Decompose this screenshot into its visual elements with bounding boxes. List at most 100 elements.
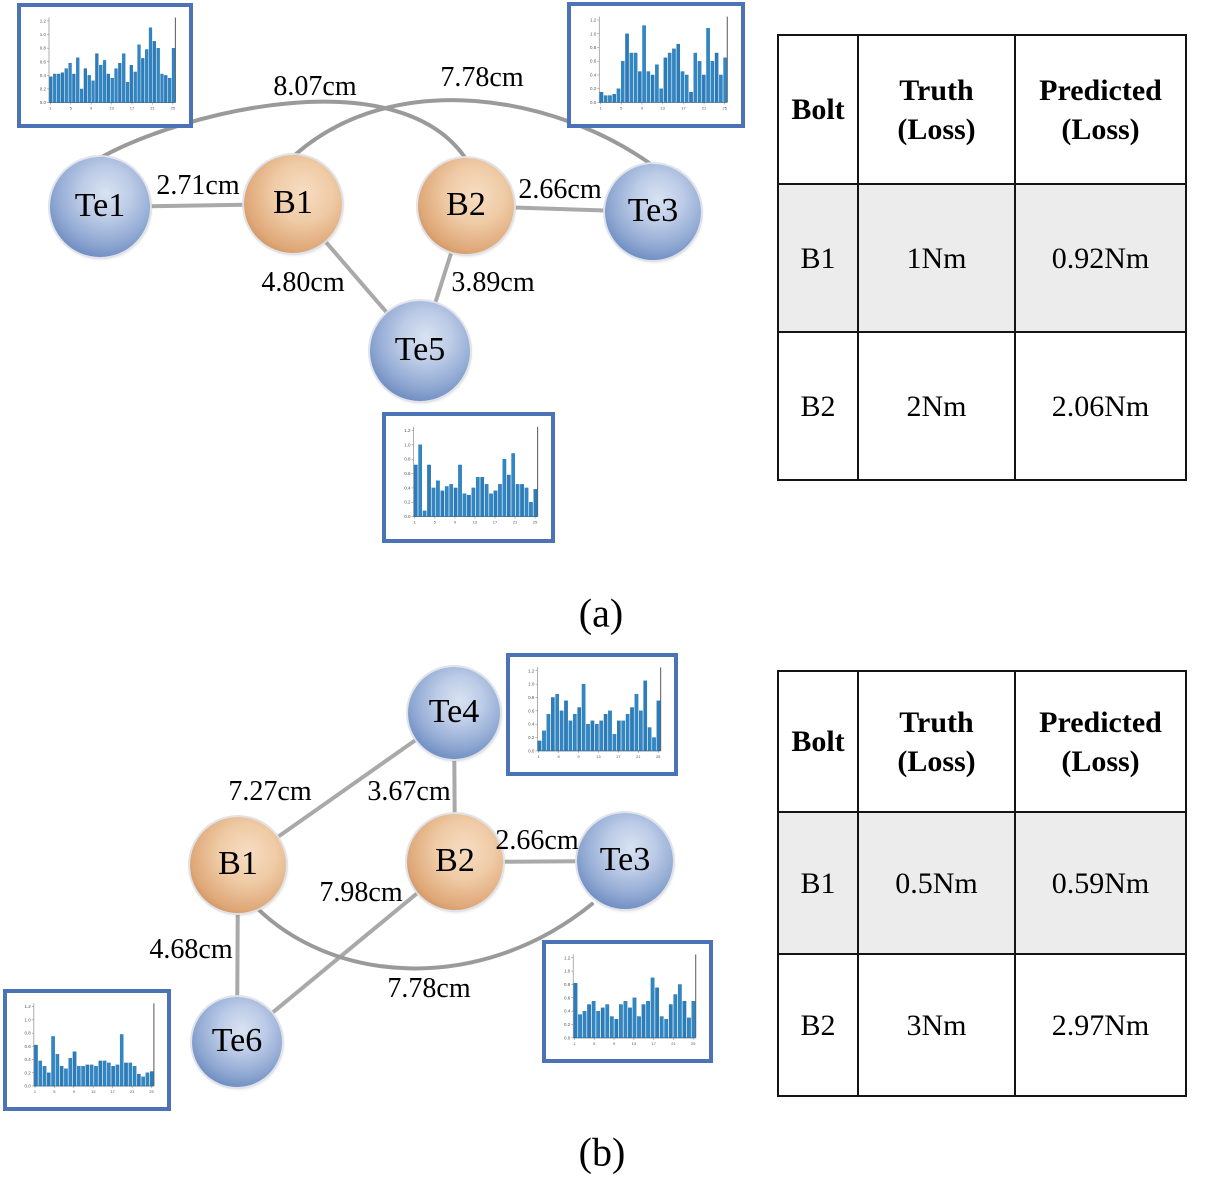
y-tick-label: 1.2: [40, 18, 47, 23]
bar: [647, 727, 652, 752]
y-tick-label: 0.0: [25, 1084, 32, 1089]
table-cell-truth: 1Nm: [857, 183, 1016, 333]
bar: [102, 1060, 107, 1087]
bar: [656, 700, 661, 752]
x-tick-label: 21: [513, 520, 518, 525]
bar: [643, 680, 648, 752]
x-tick-label: 5: [70, 106, 73, 111]
bar: [34, 1044, 38, 1087]
node-label: B2: [446, 186, 486, 223]
bar: [145, 49, 149, 103]
bar: [118, 62, 122, 103]
b-edge-label-B1-Te3: 7.78cm: [387, 973, 471, 1004]
bar: [458, 464, 462, 517]
bar: [682, 1001, 687, 1039]
y-tick-label: 0.6: [564, 995, 571, 1000]
x-tick-label: 1: [573, 1041, 576, 1046]
a-edge-label-B1-Te3: 7.78cm: [440, 62, 524, 93]
bar: [110, 77, 114, 103]
b-edge-label-B1-Te6: 4.68cm: [149, 934, 233, 965]
bar: [687, 1017, 691, 1039]
x-tick-label: 9: [641, 105, 644, 110]
bar: [691, 1001, 696, 1039]
bar: [56, 73, 61, 103]
bar: [697, 61, 702, 103]
y-tick-label: 0.4: [564, 1009, 571, 1014]
table-a-header-bolt: Bolt: [777, 34, 859, 185]
x-tick-label: 9: [73, 1089, 76, 1094]
bar: [98, 1060, 103, 1087]
table-a-header-truth: Truth(Loss): [857, 34, 1016, 185]
bar: [608, 710, 612, 752]
bar: [612, 94, 617, 103]
bar: [427, 464, 431, 517]
bar: [51, 1036, 55, 1087]
bar: [506, 474, 511, 517]
bar: [664, 1019, 669, 1039]
bar: [564, 700, 568, 752]
bar: [638, 71, 642, 103]
table-cell-predicted: 0.59Nm: [1014, 811, 1187, 955]
bar: [436, 480, 440, 517]
y-tick-label: 0.2: [25, 1070, 32, 1075]
results-table-a: Bolt Truth(Loss) Predicted(Loss) B1 1Nm …: [777, 34, 1187, 481]
table-cell-predicted: 0.92Nm: [1014, 183, 1187, 333]
x-tick-label: 17: [493, 520, 498, 525]
bar: [586, 724, 590, 752]
bar: [693, 52, 698, 103]
bar: [133, 71, 137, 103]
y-tick-label: 0.4: [528, 722, 535, 727]
bar: [64, 1068, 68, 1087]
bar: [689, 91, 693, 103]
y-tick-label: 0.2: [564, 1022, 571, 1027]
table-row: B1 1Nm 0.92Nm: [777, 183, 1187, 333]
y-tick-label: 0.4: [590, 72, 597, 77]
bar: [650, 977, 655, 1039]
bar: [628, 1007, 632, 1039]
y-tick-label: 1.2: [590, 18, 597, 23]
bar: [55, 1054, 60, 1087]
bar: [99, 65, 103, 103]
x-tick-label: 17: [681, 105, 686, 110]
bar: [149, 1071, 154, 1087]
bar: [582, 1011, 587, 1039]
x-tick-label: 21: [671, 1041, 676, 1046]
bar: [471, 487, 476, 517]
bar: [115, 1064, 120, 1087]
x-tick-label: 1: [599, 105, 602, 110]
b-edge-label-B2-Te3: 2.66cm: [495, 825, 579, 856]
bar: [617, 720, 621, 752]
x-tick-label: 9: [613, 1041, 616, 1046]
bar: [634, 693, 639, 752]
x-tick-label: 1: [538, 754, 541, 759]
bar: [663, 57, 668, 103]
bar: [520, 484, 524, 517]
table-b-header-predicted: Predicted(Loss): [1014, 670, 1187, 813]
bar: [542, 730, 546, 752]
table-cell-truth: 0.5Nm: [857, 811, 1016, 955]
bar: [449, 484, 454, 517]
a-edge-label-B2-Te3: 2.66cm: [518, 174, 602, 205]
y-tick-label: 0.6: [404, 471, 411, 476]
bar: [87, 75, 91, 103]
table-row: B2 3Nm 2.97Nm: [777, 953, 1187, 1097]
bar: [91, 80, 95, 103]
y-tick-label: 0.8: [590, 45, 597, 50]
caption-a: (a): [578, 590, 624, 636]
b-edge-label-Te6-B2: 7.98cm: [319, 877, 403, 908]
bar: [646, 1001, 650, 1039]
bar: [47, 1072, 51, 1087]
bar: [156, 47, 160, 103]
y-tick-label: 0.4: [404, 485, 411, 490]
bar: [529, 502, 533, 517]
bar: [605, 1004, 610, 1039]
table-cell-bolt: B2: [777, 953, 859, 1097]
a-edge-label-B1-Te5: 4.80cm: [261, 267, 345, 298]
bar: [453, 487, 458, 517]
bar: [625, 33, 629, 103]
bar: [599, 91, 604, 103]
bar: [587, 1004, 591, 1039]
